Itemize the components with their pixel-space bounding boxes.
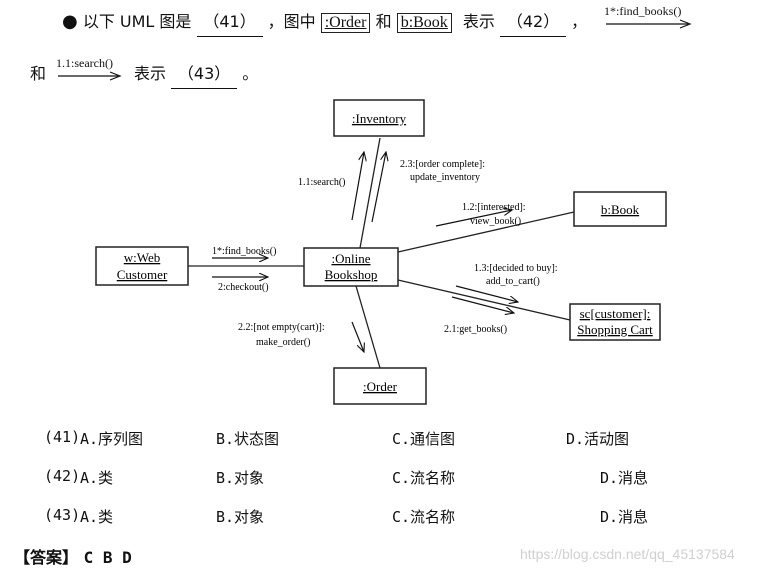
msg-add-2: add_to_cart() [486, 276, 540, 287]
order-inline-box: :Order [320, 13, 371, 33]
arrow-view-book [435, 210, 512, 227]
question-line-2: 和 [30, 60, 46, 88]
option-d: D.消息 [600, 508, 649, 526]
object-web-label-2: Customer [117, 267, 168, 282]
msg-update-2: update_inventory [410, 172, 480, 183]
option-b: B.对象 [216, 508, 265, 526]
msg-search: 1.1:search() [298, 177, 345, 188]
arrow-get-books [451, 296, 514, 313]
msg-checkout: 2:checkout() [218, 282, 269, 293]
object-cart-label-2: Shopping Cart [577, 322, 653, 337]
period: 。 [242, 64, 259, 83]
object-order-box [333, 367, 427, 405]
search-inline-arrow: 1.1:search() [56, 56, 124, 82]
right-arrow-icon [58, 71, 122, 81]
object-web-label-1: w:Web [124, 250, 161, 265]
arrow-update-inventory [371, 152, 386, 223]
object-inventory-box [333, 99, 425, 137]
option-c: C.通信图 [392, 430, 456, 448]
object-book-label: b:Book [601, 202, 640, 217]
object-shop-label-1: :Online [332, 251, 371, 266]
question-intro: 以下 UML 图是 [82, 12, 192, 31]
bullet-icon: ● [62, 11, 78, 32]
msg-get-books: 2.1:get_books() [444, 324, 507, 335]
watermark: https://blog.csdn.net/qq_45137584 [520, 546, 735, 562]
object-order-label: :Order [363, 379, 398, 394]
option-num: (42) [44, 467, 81, 485]
link-shop-order [355, 285, 381, 369]
object-web-customer-box [95, 246, 189, 286]
msg-view-2: view_book() [470, 216, 521, 227]
blank-43: （43） [171, 60, 238, 89]
object-book-box [573, 191, 667, 227]
option-b: B.状态图 [216, 430, 280, 448]
search-inline-label: 1.1:search() [56, 56, 113, 70]
find-books-inline-arrow: 1*:find_books() [604, 4, 696, 30]
link-shop-inventory [359, 137, 381, 249]
link-shop-cart [397, 279, 571, 321]
find-books-inline-label: 1*:find_books() [604, 4, 682, 18]
object-shop-label-2: Bookshop [325, 267, 378, 282]
msg-make-1: 2.2:[not empty(cart)]: [238, 322, 325, 333]
blank-42: （42） [500, 8, 567, 37]
right-arrow-icon [606, 19, 692, 29]
option-num: (41) [44, 428, 81, 446]
uml-communication-diagram: :Inventory b:Book w:Web Customer :Online… [95, 99, 667, 405]
option-num: (43) [44, 506, 81, 524]
option-c: C.流名称 [392, 508, 456, 526]
answer-value: C B D [83, 548, 132, 567]
msg-make-2: make_order() [256, 337, 310, 348]
msg-add-1: 1.3:[decided to buy]: [474, 263, 558, 274]
arrow-make-order [351, 321, 364, 352]
and-word-2: 和 [30, 64, 47, 83]
object-bookshop-box [303, 247, 399, 287]
option-row-41: (41) A.序列图 B.状态图 C.通信图 D.活动图 [44, 428, 744, 450]
option-row-43: (43) A.类 B.对象 C.流名称 D.消息 [44, 506, 744, 528]
arrow-add-to-cart [455, 285, 518, 302]
comma: ， [571, 12, 588, 31]
book-inline-box: b:Book [396, 13, 452, 33]
option-d: D.消息 [600, 469, 649, 487]
msg-update-1: 2.3:[order complete]: [400, 159, 485, 170]
question-line-1: ● 以下 UML 图是 （41） ，图中 :Order 和 b:Book 表示 … [62, 8, 588, 37]
represents-word-1: 表示 [462, 12, 495, 31]
msg-find-books: 1*:find_books() [212, 246, 276, 257]
object-cart-box [569, 303, 661, 341]
and-word-1: 和 [375, 12, 392, 31]
blank-41: （41） [196, 8, 263, 37]
answer-line: 【答案】 C B D [14, 544, 132, 568]
question-mid: ，图中 [267, 12, 316, 31]
answer-label: 【答案】 [14, 548, 79, 567]
link-shop-book [397, 211, 575, 253]
arrow-search [351, 152, 364, 221]
option-b: B.对象 [216, 469, 265, 487]
option-a: A.类 [80, 469, 114, 487]
question-line-2-rest: 表示 （43） 。 [134, 60, 259, 89]
object-inventory-label: :Inventory [352, 111, 407, 126]
option-a: A.序列图 [80, 430, 144, 448]
object-cart-label-1: sc[customer]: [580, 306, 651, 321]
option-row-42: (42) A.类 B.对象 C.流名称 D.消息 [44, 467, 744, 489]
option-c: C.流名称 [392, 469, 456, 487]
represents-word-2: 表示 [134, 64, 167, 83]
option-d: D.活动图 [566, 430, 630, 448]
msg-view-1: 1.2:[interested]: [462, 202, 526, 213]
option-a: A.类 [80, 508, 114, 526]
